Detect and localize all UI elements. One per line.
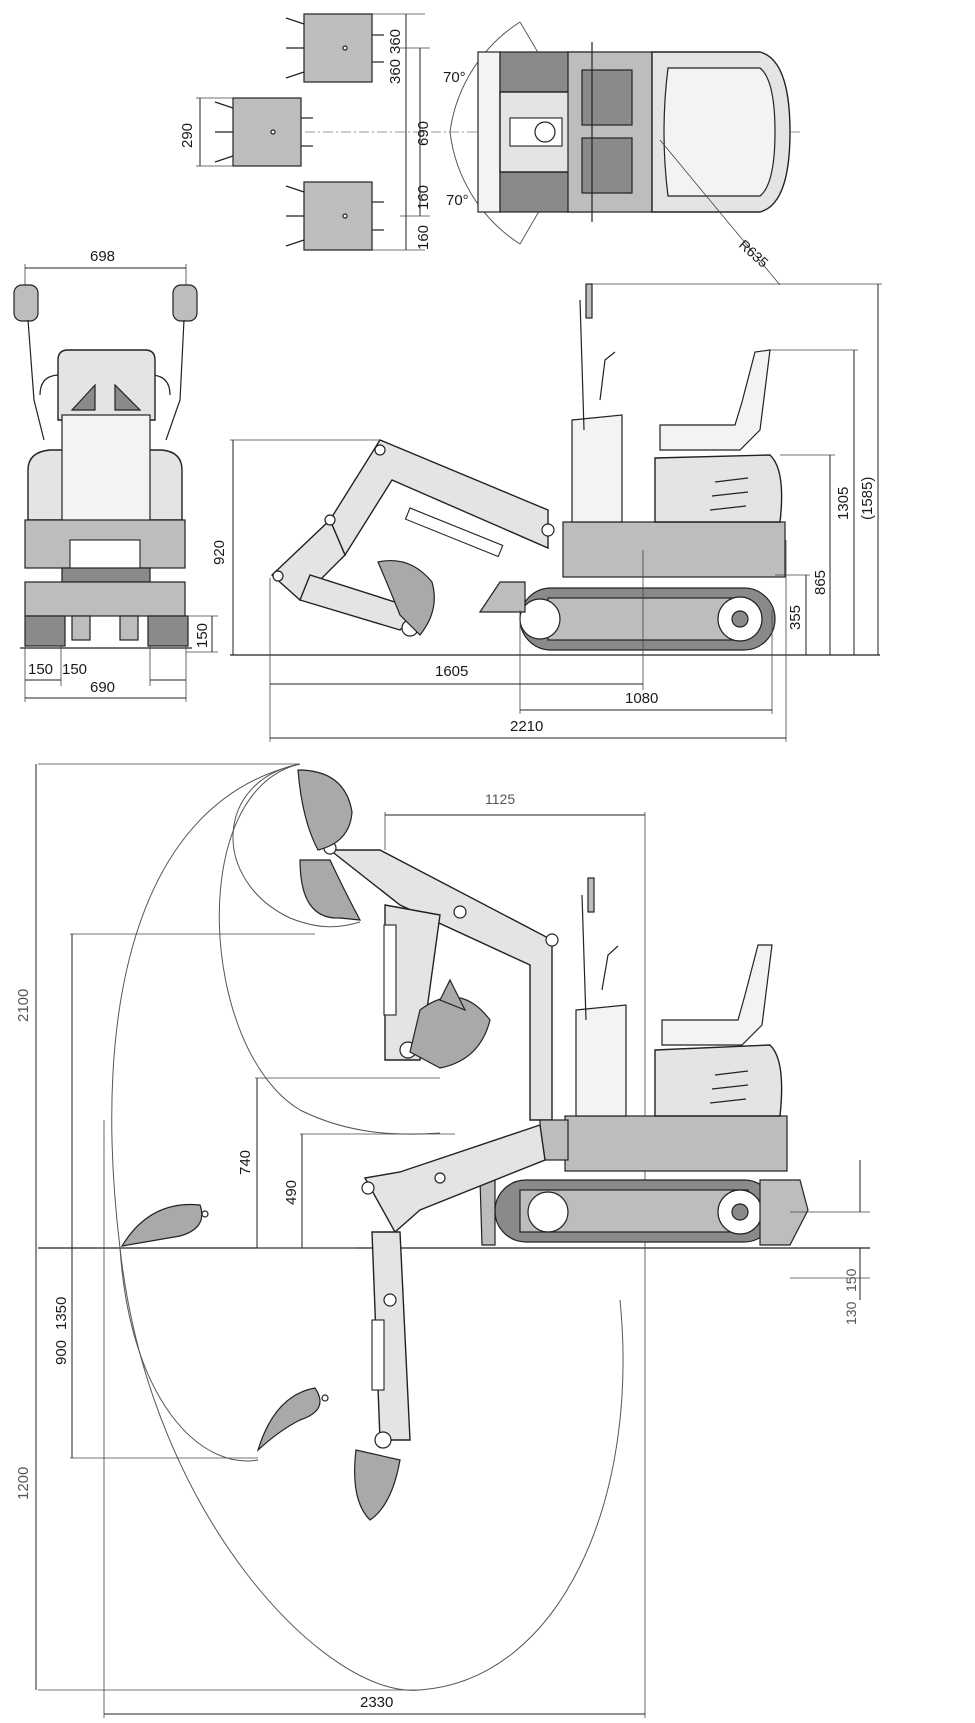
seat-height-label: 1305 <box>835 487 852 520</box>
blade-up-label: 130 <box>843 1301 859 1325</box>
offset-left-label: 360 <box>387 59 404 84</box>
bucket-top-lower <box>285 181 384 251</box>
track-width-label: 150 <box>28 661 53 678</box>
max-dump-height-label: 1350 <box>53 1297 70 1330</box>
body-height-label: 865 <box>812 570 829 595</box>
max-dig-height-label: 2100 <box>15 989 32 1022</box>
boom-height-label: 920 <box>211 540 228 565</box>
track-gap-label: 150 <box>62 661 87 678</box>
swing-angle-bottom-label: 70° <box>446 192 469 209</box>
tail-radius-label: R635 <box>736 236 772 270</box>
undercarriage-height-label: 355 <box>787 605 804 630</box>
working-range-view: 2100 1200 900 1350 740 490 1125 2330 130… <box>15 763 870 1718</box>
top-view: R635 70° 70° 290 360 360 690 160 160 <box>179 13 800 286</box>
offset-right-label: 160 <box>415 185 432 210</box>
front-view: 698 150 150 <box>13 248 218 702</box>
offset-right2-label: 160 <box>415 225 432 250</box>
blade-lift-label: 490 <box>283 1180 300 1205</box>
offset-left2-label: 360 <box>387 29 404 54</box>
bucket-width-label: 290 <box>179 123 196 148</box>
reach-front-label: 1605 <box>435 663 468 680</box>
machine-top <box>477 42 791 222</box>
dump-clearance-label: 900 <box>53 1340 70 1365</box>
max-dig-depth-label: 1200 <box>15 1467 32 1500</box>
top-reach-label: 1125 <box>485 791 515 807</box>
center-width-label: 690 <box>415 121 432 146</box>
ground-clearance-label: 150 <box>194 623 211 648</box>
vertical-wall-depth-label: 740 <box>237 1150 254 1175</box>
overall-width-label: 698 <box>90 248 115 265</box>
track-length-label: 1080 <box>625 690 658 707</box>
blade-down-label: 150 <box>843 1268 859 1292</box>
roof-height-label: (1585) <box>859 477 876 520</box>
overall-length-label: 2210 <box>510 718 543 735</box>
base-width-label: 690 <box>90 679 115 696</box>
side-view: 920 1605 1080 2210 355 865 1305 (1585) <box>211 283 882 742</box>
bucket-top-upper <box>285 13 384 83</box>
bucket-top-center <box>214 97 313 167</box>
swing-angle-top-label: 70° <box>443 69 466 86</box>
max-reach-label: 2330 <box>360 1694 393 1711</box>
